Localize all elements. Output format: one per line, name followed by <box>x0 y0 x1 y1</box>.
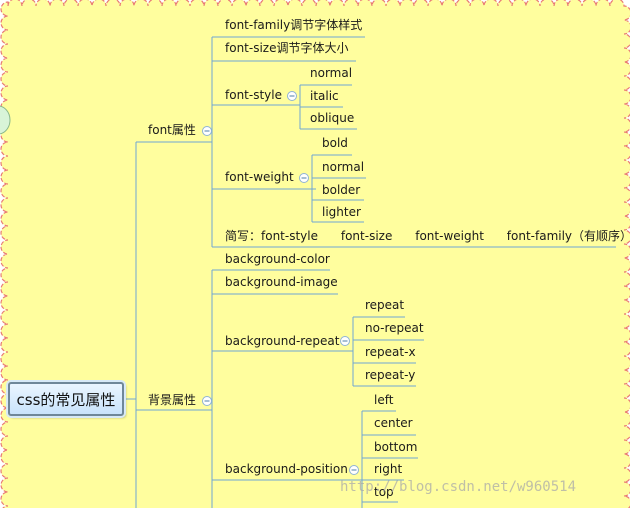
collapse-minus-icon[interactable] <box>202 396 212 406</box>
leaf-weight-bolder[interactable]: bolder <box>322 183 361 197</box>
leaf-pos-right[interactable]: right <box>374 462 403 476</box>
leaf-repeat-y[interactable]: repeat-y <box>365 368 416 382</box>
collapse-toggles <box>202 91 359 475</box>
leaf-pos-bottom[interactable]: bottom <box>374 440 418 454</box>
root-node[interactable]: css的常见属性 <box>8 382 124 416</box>
node-background-color[interactable]: background-color <box>225 252 330 266</box>
connector-lines <box>124 36 616 508</box>
leaf-weight-lighter[interactable]: lighter <box>322 205 361 219</box>
node-font-shorthand[interactable]: 简写：font-style font-size font-weight font… <box>225 229 630 243</box>
leaf-style-oblique[interactable]: oblique <box>310 111 355 125</box>
left-bubble-node[interactable] <box>0 105 11 135</box>
branch-font[interactable]: font属性 <box>148 123 196 137</box>
collapse-minus-icon[interactable] <box>287 91 297 101</box>
node-background-image[interactable]: background-image <box>225 275 338 289</box>
node-font-size[interactable]: font-size调节字体大小 <box>225 41 349 55</box>
collapse-minus-icon[interactable] <box>340 336 350 346</box>
collapse-minus-icon[interactable] <box>299 173 309 183</box>
collapse-minus-icon[interactable] <box>349 465 359 475</box>
leaf-style-italic[interactable]: italic <box>310 89 339 103</box>
node-background-repeat[interactable]: background-repeat <box>225 334 340 348</box>
leaf-repeat-x[interactable]: repeat-x <box>365 345 416 359</box>
branch-background[interactable]: 背景属性 <box>148 393 197 407</box>
leaf-no-repeat[interactable]: no-repeat <box>365 321 424 335</box>
leaf-weight-normal[interactable]: normal <box>322 160 365 174</box>
leaf-pos-top[interactable]: top <box>374 485 394 499</box>
watermark-text: http://blog.csdn.net/w960514 <box>340 479 577 495</box>
collapse-minus-icon[interactable] <box>202 126 212 136</box>
leaf-style-normal[interactable]: normal <box>310 66 353 80</box>
node-font-style[interactable]: font-style <box>225 88 282 102</box>
leaf-weight-bold[interactable]: bold <box>322 136 348 150</box>
node-background-position[interactable]: background-position <box>225 462 348 476</box>
leaf-repeat[interactable]: repeat <box>365 298 405 312</box>
leaf-pos-left[interactable]: left <box>374 393 394 407</box>
root-node-label: css的常见属性 <box>16 390 116 409</box>
leaf-pos-center[interactable]: center <box>374 416 413 430</box>
node-font-weight[interactable]: font-weight <box>225 170 294 184</box>
node-font-family[interactable]: font-family调节字体样式 <box>225 18 363 32</box>
